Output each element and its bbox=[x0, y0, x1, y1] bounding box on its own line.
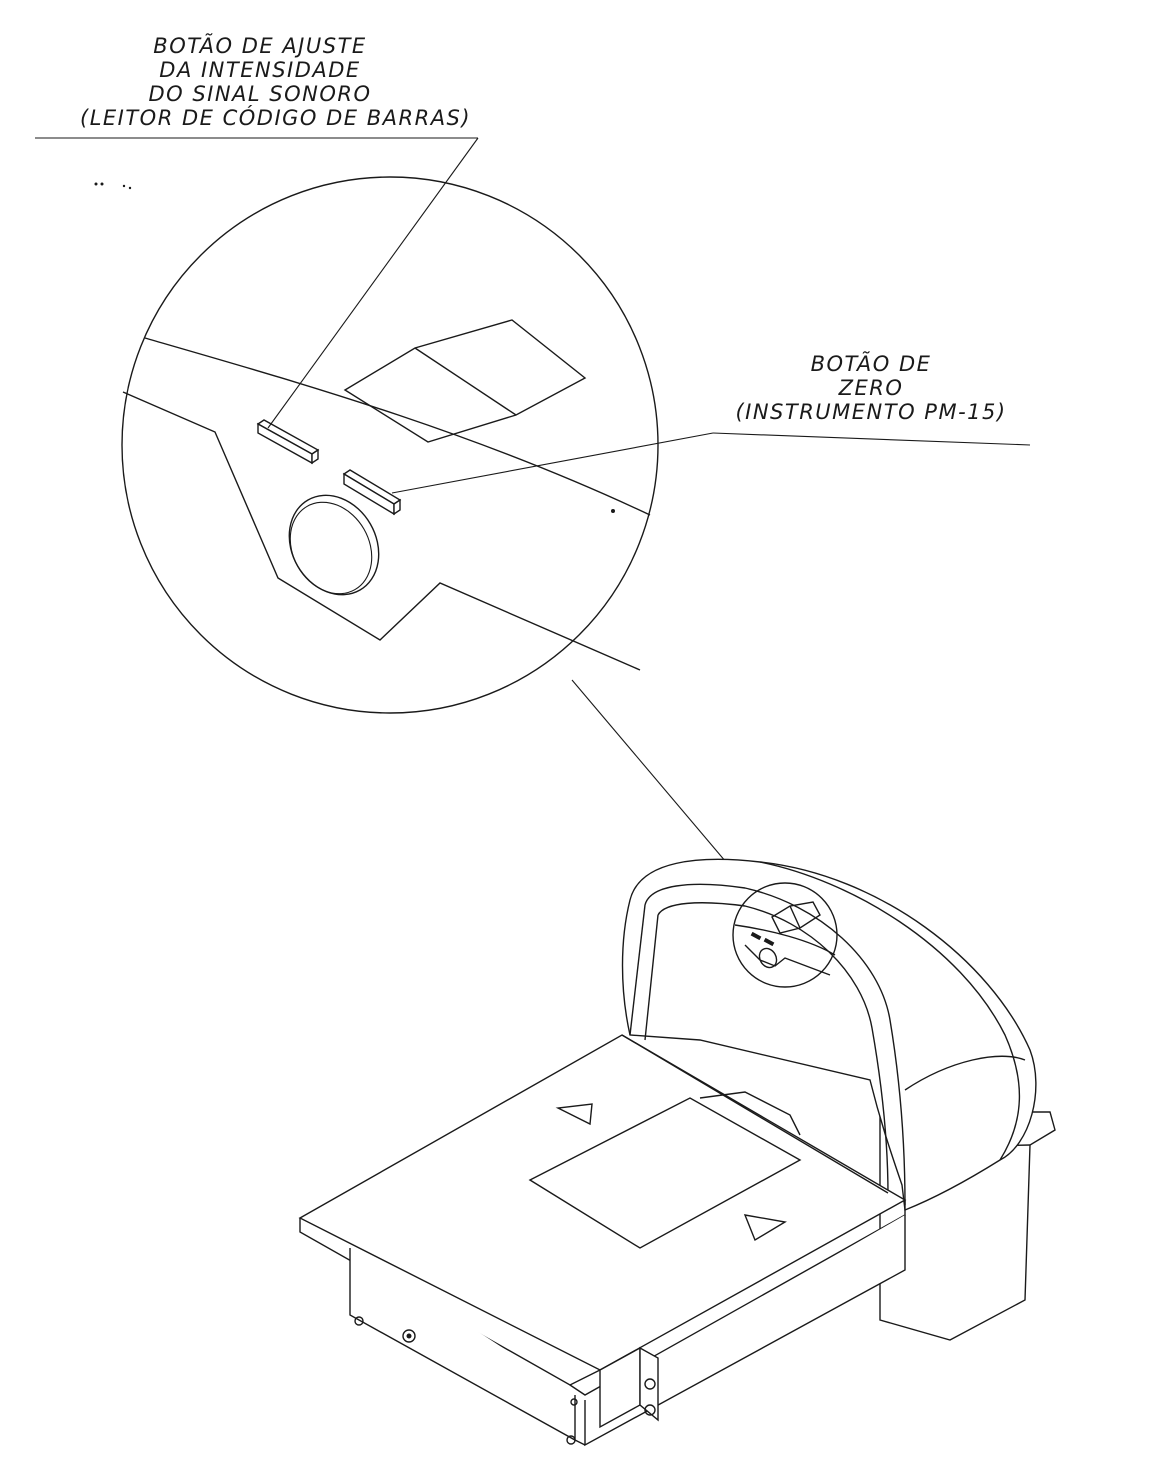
detail-bezel-contour bbox=[122, 391, 641, 671]
screw bbox=[402, 1329, 416, 1343]
callout-line: (LEITOR DE CÓDIGO DE BARRAS) bbox=[80, 106, 472, 130]
tower-detail-circle bbox=[732, 882, 838, 988]
detail-circle bbox=[121, 176, 659, 714]
scale-base-front bbox=[349, 1248, 576, 1442]
zero-button-callout: BOTÃO DE ZERO (INSTRUMENTO PM-15) bbox=[716, 352, 1026, 424]
callout-line: DA INTENSIDADE bbox=[159, 58, 361, 82]
detail-zero-button bbox=[342, 469, 402, 516]
platter-arrow-left bbox=[555, 1103, 593, 1126]
platter-window bbox=[528, 1097, 802, 1249]
screw bbox=[566, 1435, 576, 1445]
callout-line: BOTÃO DE AJUSTE bbox=[153, 34, 367, 58]
stray-mark bbox=[94, 182, 615, 513]
tower-bezel-inner bbox=[657, 902, 889, 1196]
platter-arrow-right bbox=[743, 1214, 787, 1242]
callout-line: BOTÃO DE bbox=[810, 352, 932, 376]
connector-jack bbox=[644, 1404, 656, 1416]
screw bbox=[570, 1398, 578, 1406]
callout-line: (INSTRUMENTO PM-15) bbox=[735, 400, 1007, 424]
connector-jack bbox=[644, 1378, 656, 1390]
detail-volume-button bbox=[256, 419, 320, 465]
screw bbox=[354, 1316, 364, 1326]
scale-base-side bbox=[584, 1215, 906, 1447]
scanner-scale bbox=[298, 858, 1056, 1447]
detail-housing-top-edge bbox=[144, 337, 651, 516]
tower-bezel-outer bbox=[644, 883, 906, 1206]
leader-lines bbox=[35, 137, 1031, 889]
callout-line: DO SINAL SONORO bbox=[148, 82, 372, 106]
volume-button-callout: BOTÃO DE AJUSTE DA INTENSIDADE DO SINAL … bbox=[80, 34, 472, 130]
detail-magnified-view bbox=[121, 176, 659, 714]
callout-line: ZERO bbox=[838, 376, 904, 400]
